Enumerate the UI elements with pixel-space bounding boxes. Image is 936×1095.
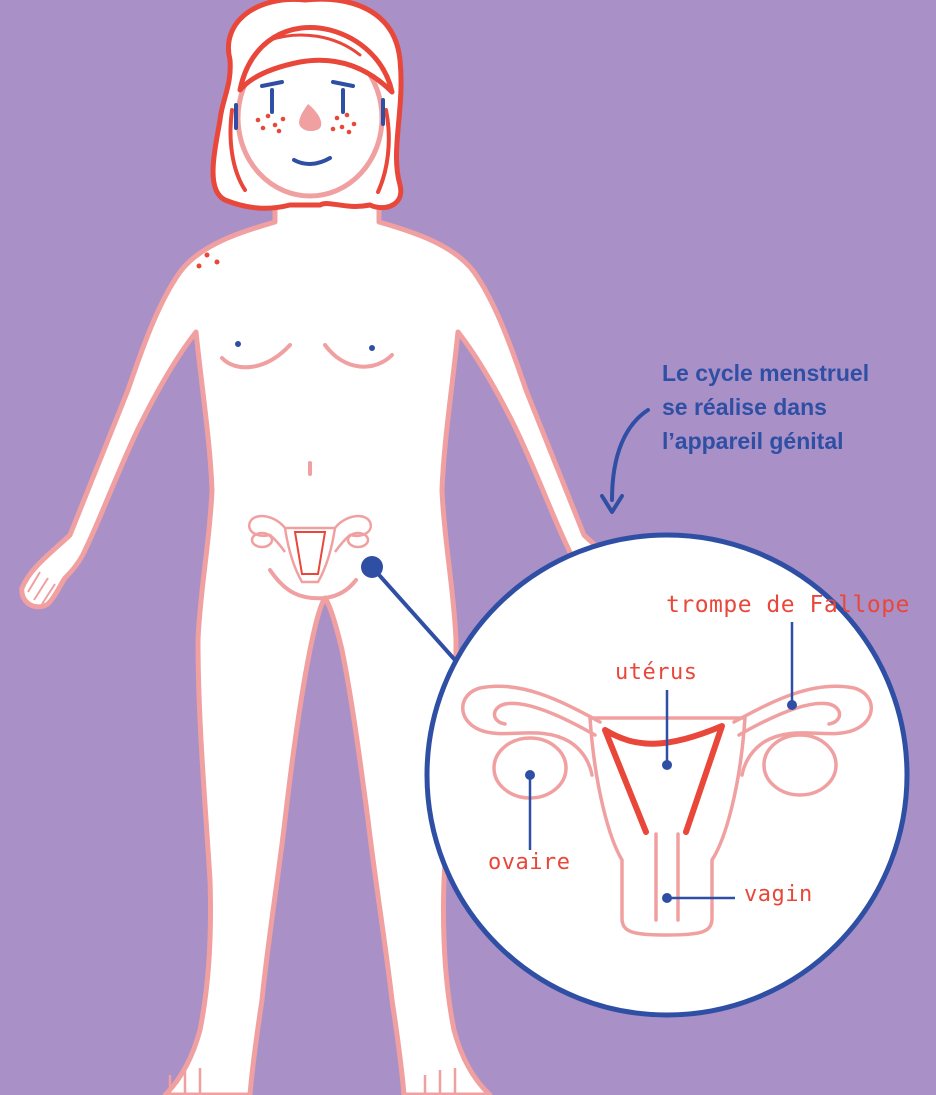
diagram-caption: Le cycle menstruel se réalise dans l’app… [662,356,932,458]
caption-line-1: Le cycle menstruel [662,356,932,390]
ovaire-dot [525,770,535,780]
uterus-dot [662,760,672,770]
left-nipple [235,341,241,347]
shoulder-freckle [215,260,220,265]
caption-line-2: se réalise dans [662,390,932,424]
caption-line-3: l’appareil génital [662,424,932,458]
head [213,0,401,208]
shoulder-freckle [197,264,202,269]
shoulder-freckle [205,253,210,258]
label-vagin: vagin [744,882,813,907]
label-ovaire: ovaire [488,850,570,875]
zoom-source-dot [361,556,383,578]
caption-arrow-icon [602,410,648,512]
label-trompe: trompe de Fallope [666,592,910,618]
trompe-dot [787,700,797,710]
vagin-dot [662,893,672,903]
right-nipple [369,345,375,351]
label-uterus: utérus [615,660,697,685]
